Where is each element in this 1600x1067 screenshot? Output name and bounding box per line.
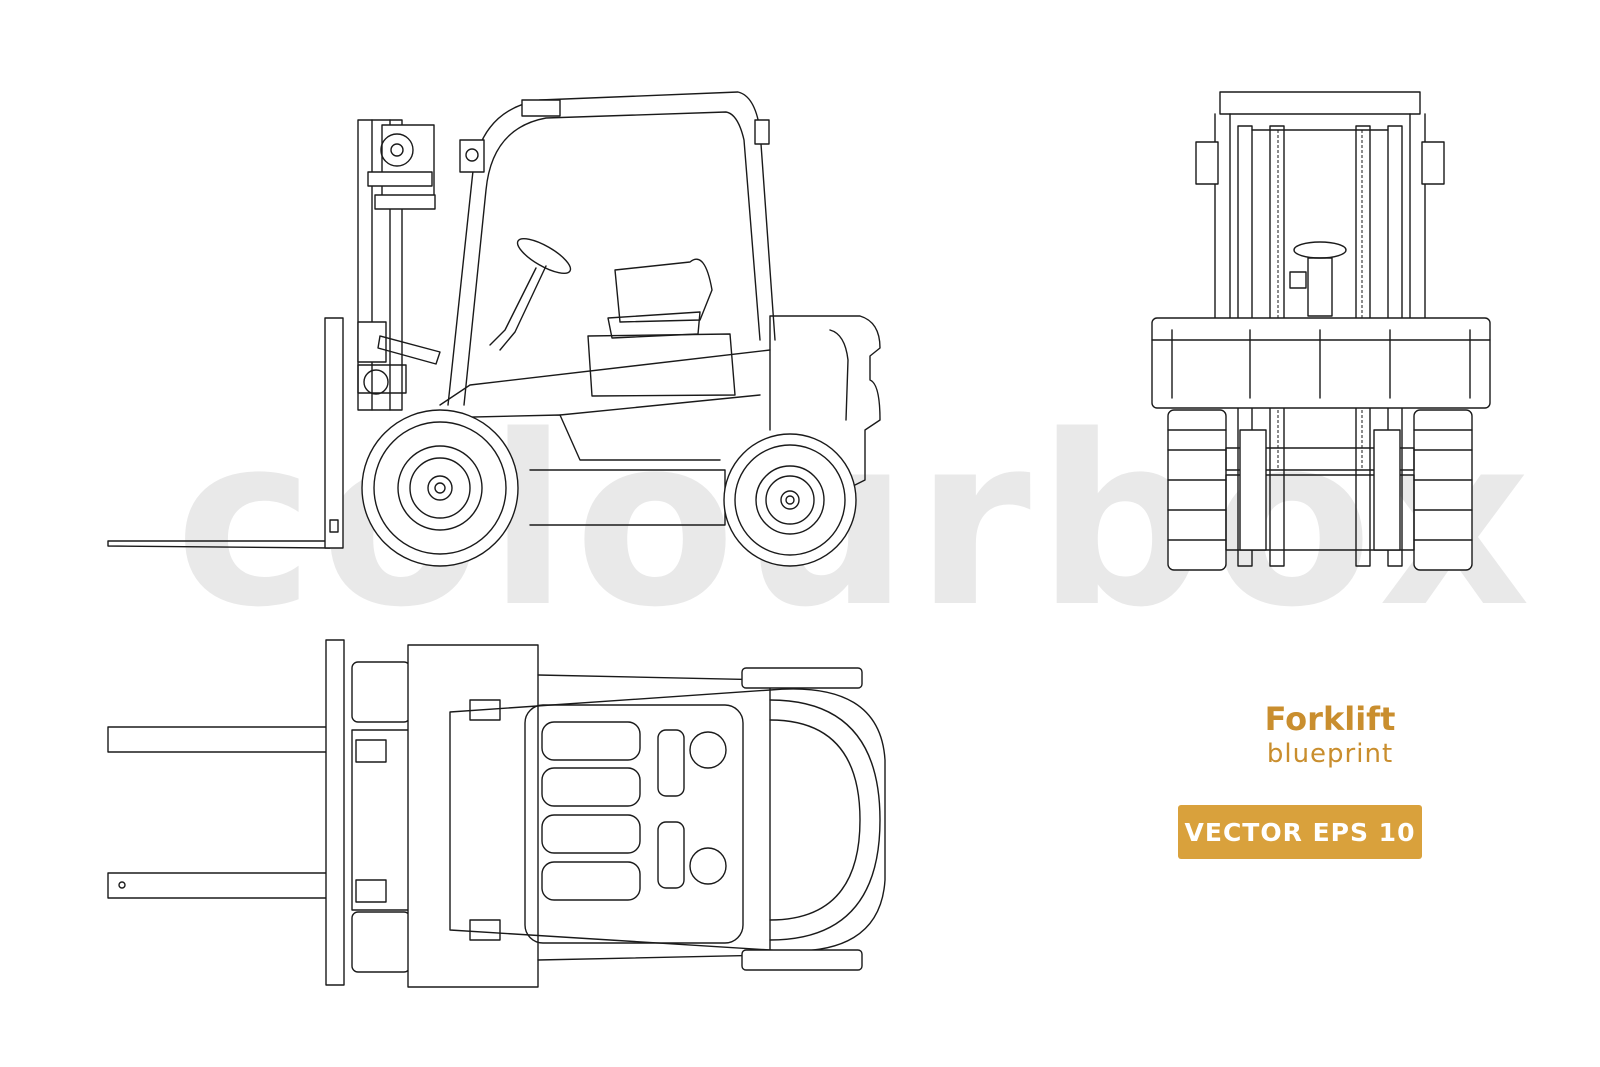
- front-left-fork: [1239, 429, 1267, 551]
- side-view: [107, 91, 881, 567]
- top-front-wheels: [351, 661, 411, 973]
- subtitle: blueprint: [1266, 739, 1394, 770]
- front-steering: [1293, 241, 1347, 259]
- title-block: Forklift blueprint: [1180, 700, 1480, 772]
- front-right-fork: [1373, 429, 1401, 551]
- front-carriage: [1151, 317, 1491, 409]
- top-view: [107, 639, 886, 988]
- side-mast: [357, 119, 441, 411]
- top-chassis: [407, 644, 886, 988]
- front-view: [1151, 91, 1491, 571]
- title: Forklift: [1264, 700, 1396, 738]
- top-fork-lower: [107, 872, 331, 899]
- side-front-wheel: [361, 409, 519, 567]
- top-fork-upper: [107, 726, 331, 753]
- front-roof: [1219, 91, 1421, 115]
- side-cab: [447, 91, 776, 406]
- side-rear-wheel: [723, 433, 857, 567]
- front-left-wheel: [1167, 409, 1227, 571]
- front-right-mirror: [1421, 141, 1445, 185]
- front-right-wheel: [1413, 409, 1473, 571]
- side-carriage-plate: [324, 317, 344, 549]
- front-left-mirror: [1195, 141, 1219, 185]
- top-rear-wheels: [741, 667, 863, 971]
- top-carriage: [325, 639, 345, 986]
- top-cab: [524, 699, 881, 944]
- side-fork: [107, 540, 331, 549]
- vector-eps-badge: VECTOR EPS 10: [1178, 805, 1422, 859]
